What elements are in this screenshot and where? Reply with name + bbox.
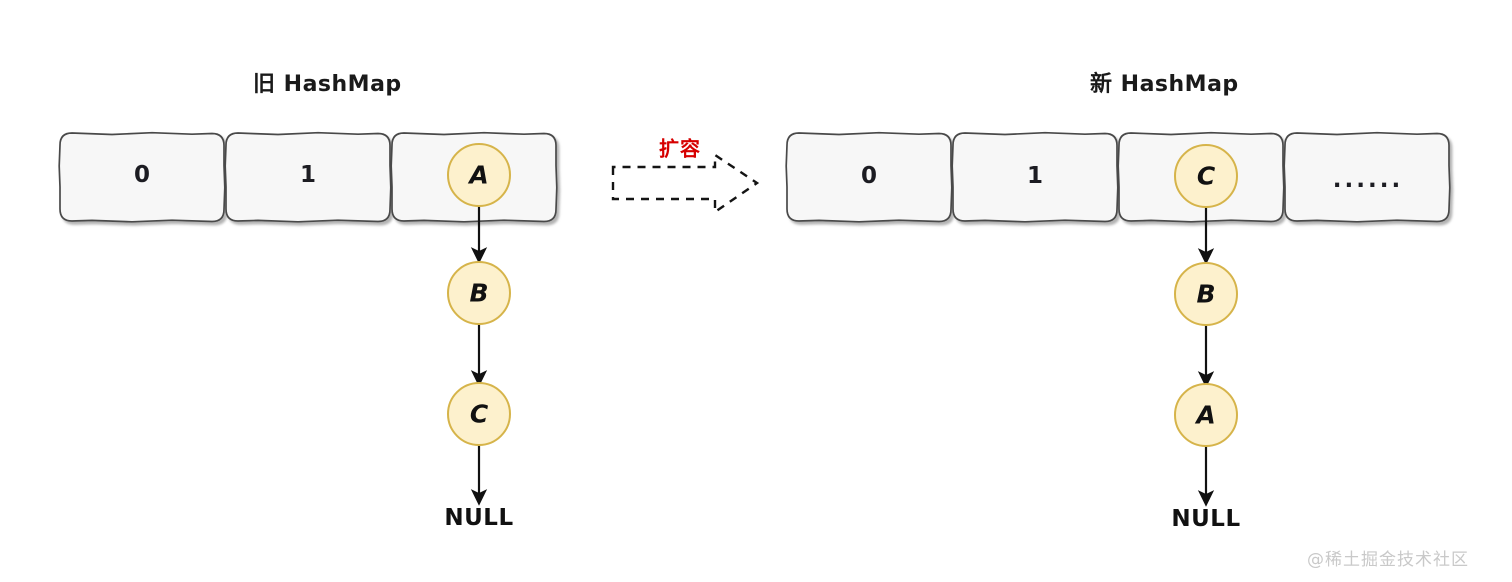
right-node-c-shape[interactable]: [1174, 144, 1238, 208]
right-node-b-shape[interactable]: [1174, 262, 1238, 326]
right-node-label-a: A: [1196, 400, 1216, 430]
left-bucket-label-0: 0: [133, 162, 151, 188]
right-bucket-0-shape[interactable]: [785, 131, 953, 223]
left-bucket-0-shape[interactable]: [58, 131, 226, 223]
right-node-label-b: B: [1196, 279, 1216, 309]
right-chain-nodes: [1174, 144, 1238, 447]
right-chain-null-label: NULL: [1171, 506, 1241, 532]
watermark: @稀土掘金技术社区: [1307, 550, 1469, 570]
left-chain-nodes: [447, 143, 511, 446]
left-node-a-shape[interactable]: [447, 143, 511, 207]
right-bucket-1-shape[interactable]: [951, 131, 1119, 223]
left-node-label-b: B: [469, 278, 489, 308]
left-node-c-shape[interactable]: [447, 382, 511, 446]
left-panel-title: 旧 HashMap: [253, 72, 402, 97]
right-bucket-label-ellipsis: ......: [1332, 167, 1404, 193]
left-node-label-a: A: [469, 160, 489, 190]
left-chain-null-label: NULL: [444, 505, 514, 531]
right-bucket-3-shape[interactable]: [1283, 131, 1451, 223]
right-bucket-array: [785, 131, 1451, 223]
right-node-a-shape[interactable]: [1174, 383, 1238, 447]
left-bucket-label-1: 1: [299, 162, 317, 188]
right-node-label-c: C: [1196, 161, 1216, 191]
left-node-label-c: C: [469, 399, 489, 429]
right-bucket-label-0: 0: [860, 163, 878, 189]
resize-label: 扩容: [659, 136, 701, 161]
left-bucket-1-shape[interactable]: [224, 131, 392, 223]
right-bucket-label-1: 1: [1026, 163, 1044, 189]
resize-arrow-icon: [611, 152, 760, 215]
right-panel-title: 新 HashMap: [1090, 72, 1239, 97]
left-node-b-shape[interactable]: [447, 261, 511, 325]
